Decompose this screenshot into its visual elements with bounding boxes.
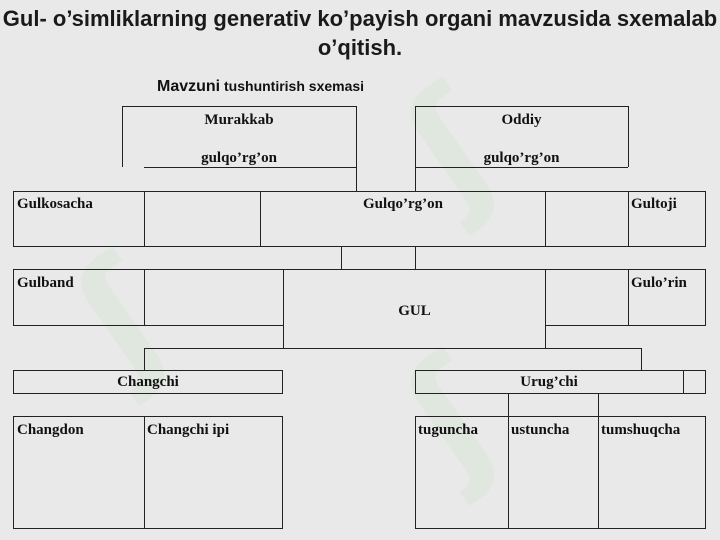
connector <box>415 167 628 168</box>
changchi-ipi-label: Changchi ipi <box>147 422 230 438</box>
connector <box>415 106 416 191</box>
connector <box>628 106 629 167</box>
connector <box>415 106 628 107</box>
connector <box>683 370 684 394</box>
oddiy-label: Oddiy <box>501 112 542 128</box>
gul-label: GUL <box>398 303 431 319</box>
changchi-label: Changchi <box>117 374 179 390</box>
gulqorgon-box <box>260 191 546 247</box>
gulqorgon-label: Gulqo’rg’on <box>362 196 443 212</box>
page-title: Gul- o’simliklarning generativ ko’payish… <box>2 6 718 60</box>
connector <box>144 246 261 247</box>
ustuncha-label: ustuncha <box>511 422 570 438</box>
tumshuqcha-box <box>598 416 706 529</box>
connector <box>122 106 123 167</box>
connector <box>545 246 629 247</box>
connector <box>122 106 356 107</box>
connector <box>508 394 509 417</box>
tumshuqcha-label: tumshuqcha <box>601 422 681 438</box>
connector <box>144 348 642 349</box>
connector <box>598 394 599 417</box>
murakkab-label: Murakkab <box>204 112 274 128</box>
gulorin-box <box>628 269 706 326</box>
connector <box>144 325 284 326</box>
connector <box>415 246 416 270</box>
changdon-label: Changdon <box>17 422 84 438</box>
gultoji-label: Gultoji <box>631 196 677 212</box>
connector <box>545 191 629 192</box>
connector <box>144 191 261 192</box>
changchi-box <box>13 370 283 394</box>
gulband-label: Gulband <box>17 275 74 291</box>
tuguncha-label: tuguncha <box>418 422 479 438</box>
gulorin-label: Gulo’rin <box>631 275 687 291</box>
diagram-subtitle: Mavzuni tushuntirish sxemasi <box>157 78 365 95</box>
connector <box>341 246 342 270</box>
gulkosacha-label: Gulkosacha <box>17 196 93 212</box>
connector <box>144 348 145 371</box>
connector <box>545 325 629 326</box>
gultoji-box <box>628 191 706 247</box>
connector <box>144 269 284 270</box>
connector <box>545 269 629 270</box>
urugchi-label: Urug’chi <box>520 374 578 390</box>
oddiy-sublabel: gulqo’rg’on <box>483 150 560 166</box>
changchi-ipi-box <box>144 416 283 529</box>
connector <box>356 106 357 191</box>
connector <box>144 167 356 168</box>
urugchi-box <box>415 370 706 394</box>
connector <box>641 348 642 371</box>
gulkosacha-box <box>13 191 145 247</box>
murakkab-sublabel: gulqo’rg’on <box>201 150 277 166</box>
gulband-box <box>13 269 145 326</box>
